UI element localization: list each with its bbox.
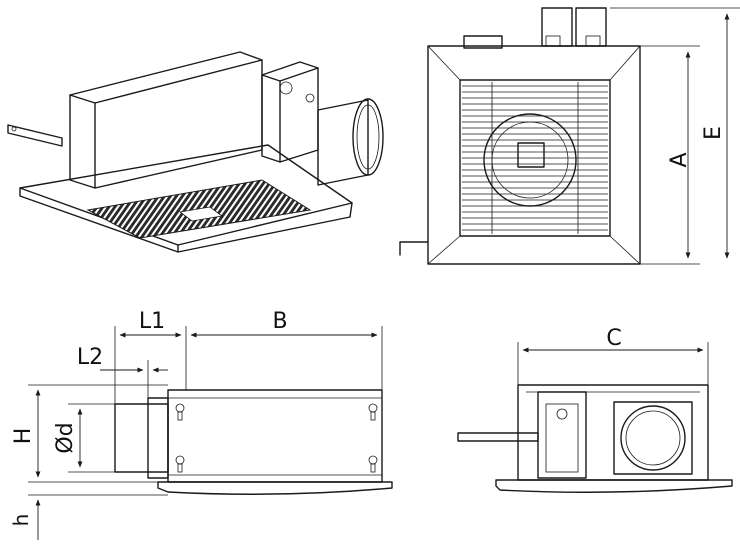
- dimension-label-h: H: [11, 428, 36, 445]
- front-grille: [462, 85, 608, 231]
- dimension-label-e: E: [701, 126, 726, 140]
- dimension-label-a: A: [667, 152, 692, 167]
- side-view: [114, 389, 393, 495]
- end-view: [457, 384, 733, 493]
- dimension-label-l1: L1: [139, 309, 165, 334]
- dimension-label-d: Ød: [53, 422, 78, 453]
- dimension-label-l2: L2: [77, 345, 103, 370]
- dimension-lines: [28, 7, 740, 540]
- dimension-label-h-small: h: [9, 514, 33, 527]
- bottom-view: [399, 7, 641, 265]
- isometric-view: [7, 51, 384, 253]
- dimension-label-c: C: [606, 326, 621, 351]
- dimension-label-b: B: [272, 309, 287, 334]
